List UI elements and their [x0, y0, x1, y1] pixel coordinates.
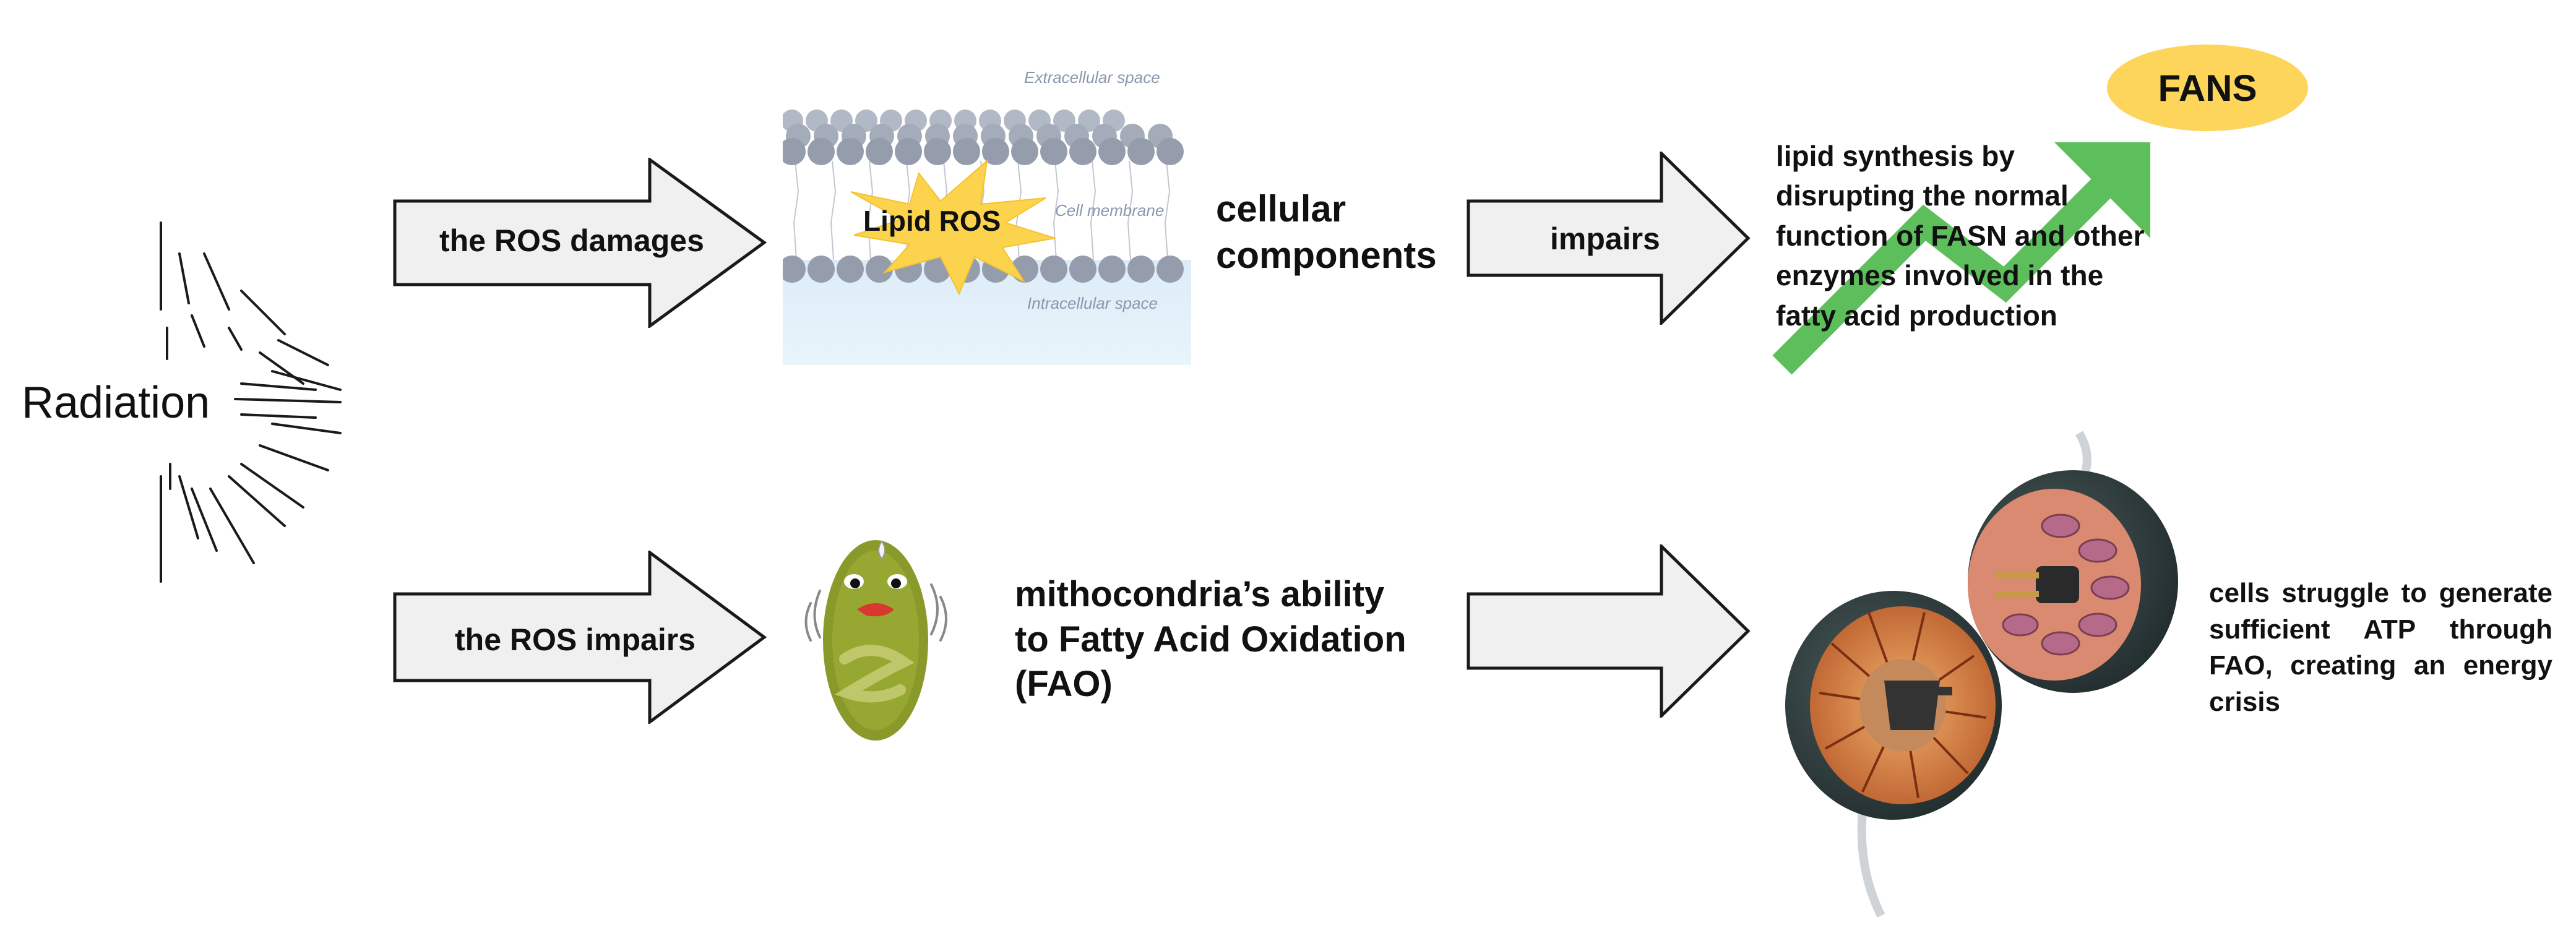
arrow-label-ros-impairs: the ROS impairs [455, 622, 696, 657]
unplugged-cell-icon [1785, 431, 2178, 918]
mitochondria-ability-text: mithocondria’s ability to Fatty Acid Oxi… [1015, 572, 1406, 707]
arrow-to-energy-crisis [1467, 544, 1751, 718]
intracellular-label: Intracellular space [1027, 294, 1158, 312]
cell-membrane-illustration: Extracellular space Cell membrane Intrac… [783, 68, 1191, 365]
energy-crisis-text: cells struggle to generate sufficient AT… [2209, 578, 2552, 717]
arrow-label-ros-damages: the ROS damages [439, 223, 704, 258]
arrow-ros-impairs [393, 551, 767, 724]
fans-badge: FANS [2107, 45, 2308, 131]
extracellular-label: Extracellular space [1024, 68, 1160, 87]
mito-line2: to Fatty Acid Oxidation [1015, 619, 1406, 660]
arrow-impairs [1467, 152, 1751, 325]
fans-badge-label: FANS [2158, 67, 2257, 109]
result-line-3: function of FASN and other [1776, 219, 2145, 252]
lipid-synthesis-text: lipid synthesis by disrupting the normal… [1776, 136, 2144, 335]
result-line-5: fatty acid production [1776, 299, 2057, 332]
arrow-label-impairs: impairs [1550, 221, 1660, 256]
mito-line1: mithocondria’s ability [1015, 574, 1385, 614]
cellular-components-line2: components [1216, 234, 1437, 276]
lipid-ros-burst-icon [850, 159, 1056, 296]
mito-line3: (FAO) [1015, 664, 1113, 704]
lipid-ros-label: Lipid ROS [863, 205, 1001, 237]
radiation-rays-icon [160, 221, 342, 583]
result-line-4: enzymes involved in the [1776, 259, 2104, 292]
sad-mitochondrion-icon [804, 540, 947, 741]
arrow-ros-damages [393, 158, 767, 328]
cellular-components-text: cellular components [1216, 186, 1437, 278]
cell-membrane-label: Cell membrane [1055, 201, 1165, 220]
radiation-label: Radiation [22, 378, 210, 428]
growth-trend-arrow-icon [1772, 142, 2150, 375]
cellular-components-line1: cellular [1216, 188, 1346, 230]
result-line-1: lipid synthesis by [1776, 140, 2015, 172]
result-line-2: disrupting the normal [1776, 179, 2069, 212]
